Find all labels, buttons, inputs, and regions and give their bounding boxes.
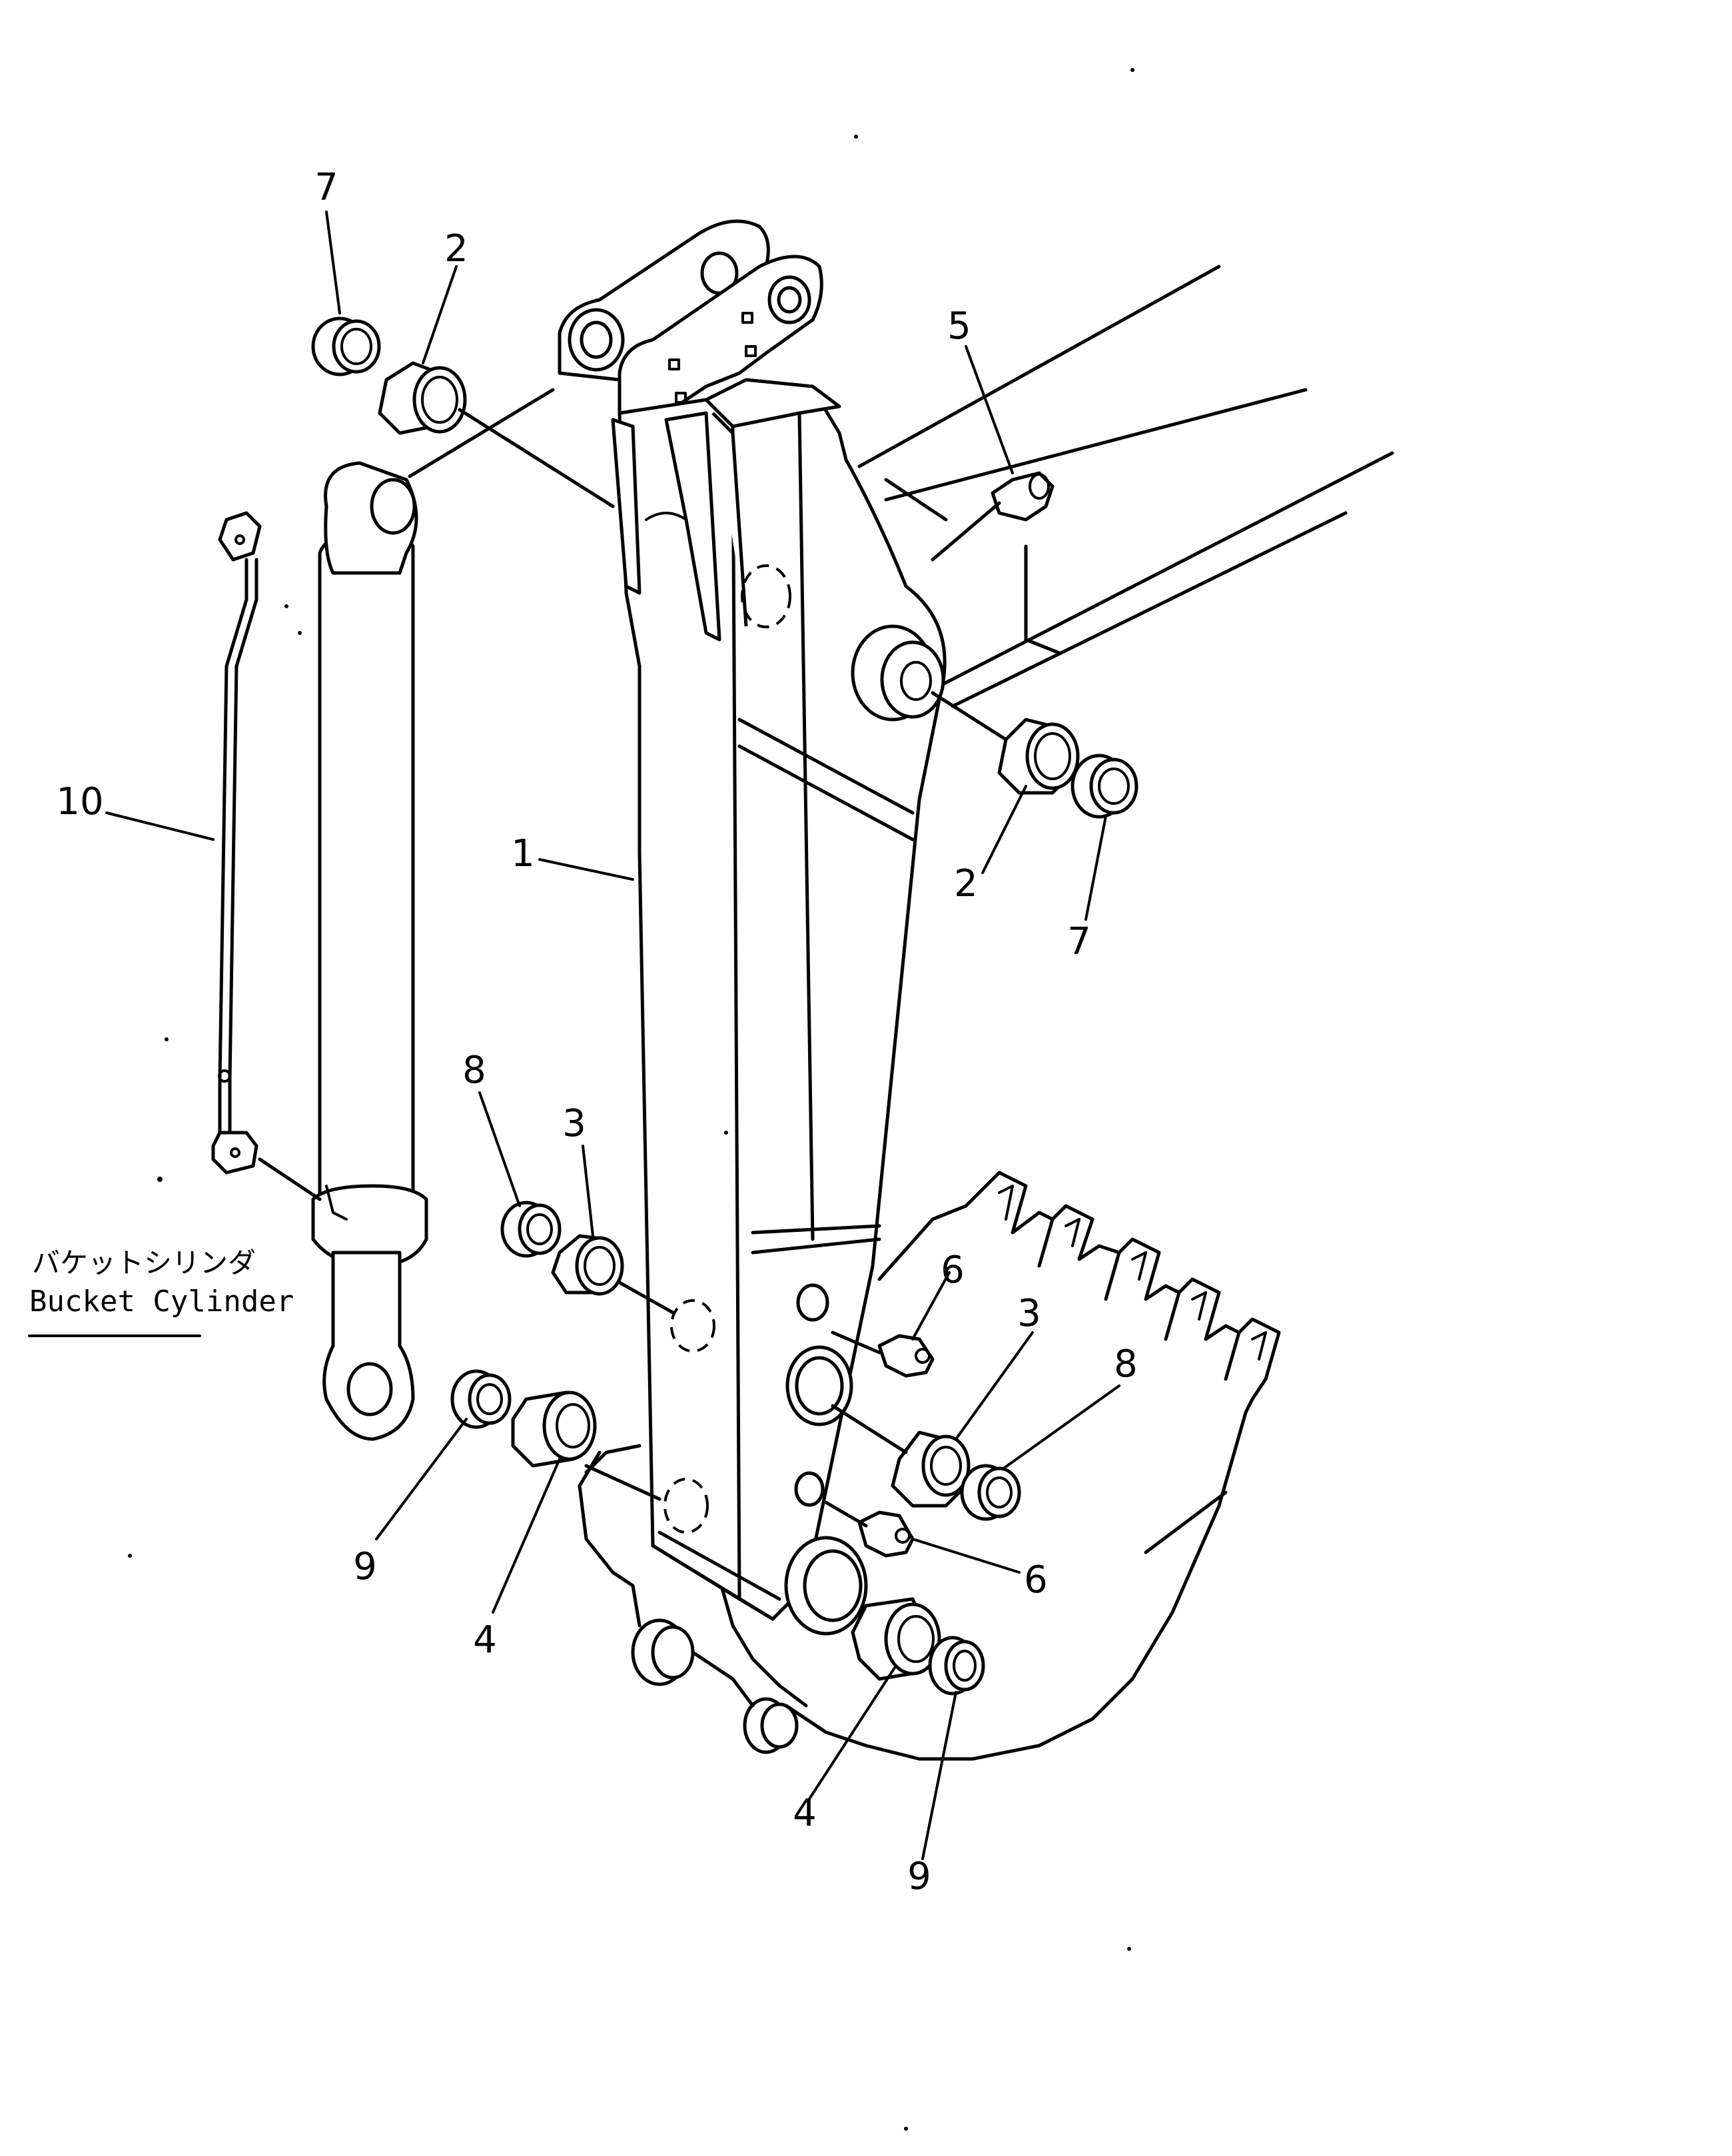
callout-1: 1 [511,832,535,875]
callout-6-upper: 6 [941,1249,965,1292]
seal-7-upper [311,316,381,376]
callout-7-right: 7 [1067,920,1091,963]
callout-8-left: 8 [462,1049,486,1092]
bushing-3-right [891,1430,971,1508]
bushings [311,316,1138,1696]
hose [211,511,262,1175]
callout-2-right: 2 [954,862,978,905]
label-english: Bucket Cylinder [29,1285,294,1319]
seal-9-right [928,1636,985,1696]
callout-6-lower: 6 [1024,1558,1048,1602]
assembly-lines [258,388,1008,1528]
seal-8-left [500,1201,562,1258]
seal-7-right [1071,754,1138,819]
fitting-6-upper [877,1334,935,1378]
bucket-cylinder-label: バケットシリンダ Bucket Cylinder [28,1247,294,1337]
callout-7-upper: 7 [314,166,338,209]
scan-specks [128,68,1134,2131]
leader-lines [105,211,1120,1860]
fitting-5 [991,471,1055,522]
bushing-2-right [997,718,1080,795]
bushing-4-left [511,1390,597,1468]
bushing-3-left [551,1234,624,1296]
label-japanese: バケットシリンダ [32,1247,256,1279]
arm [558,219,947,1636]
callout-4-right: 4 [793,1792,817,1835]
callout-9-left: 9 [353,1545,377,1588]
callouts: 7 2 5 10 1 2 7 8 3 6 3 8 9 4 6 4 9 [56,166,1137,1898]
callout-3-right: 3 [1017,1292,1041,1335]
callout-4-left: 4 [473,1618,497,1662]
bucket-cylinder [311,461,428,1441]
callout-9-right: 9 [907,1855,931,1898]
callout-8-right: 8 [1114,1343,1138,1386]
seal-9-left [450,1369,512,1429]
bushing-2-upper [378,361,467,435]
seal-8-right [960,1464,1021,1521]
callout-10: 10 [56,780,103,823]
callout-3-left: 3 [562,1102,586,1145]
boom-outline [857,265,1394,708]
callout-2-upper: 2 [444,227,468,270]
callout-5: 5 [947,304,971,348]
bucket-outline [578,1171,1281,1761]
bushing-4-right [851,1597,941,1681]
fitting-6-lower [857,1510,915,1558]
